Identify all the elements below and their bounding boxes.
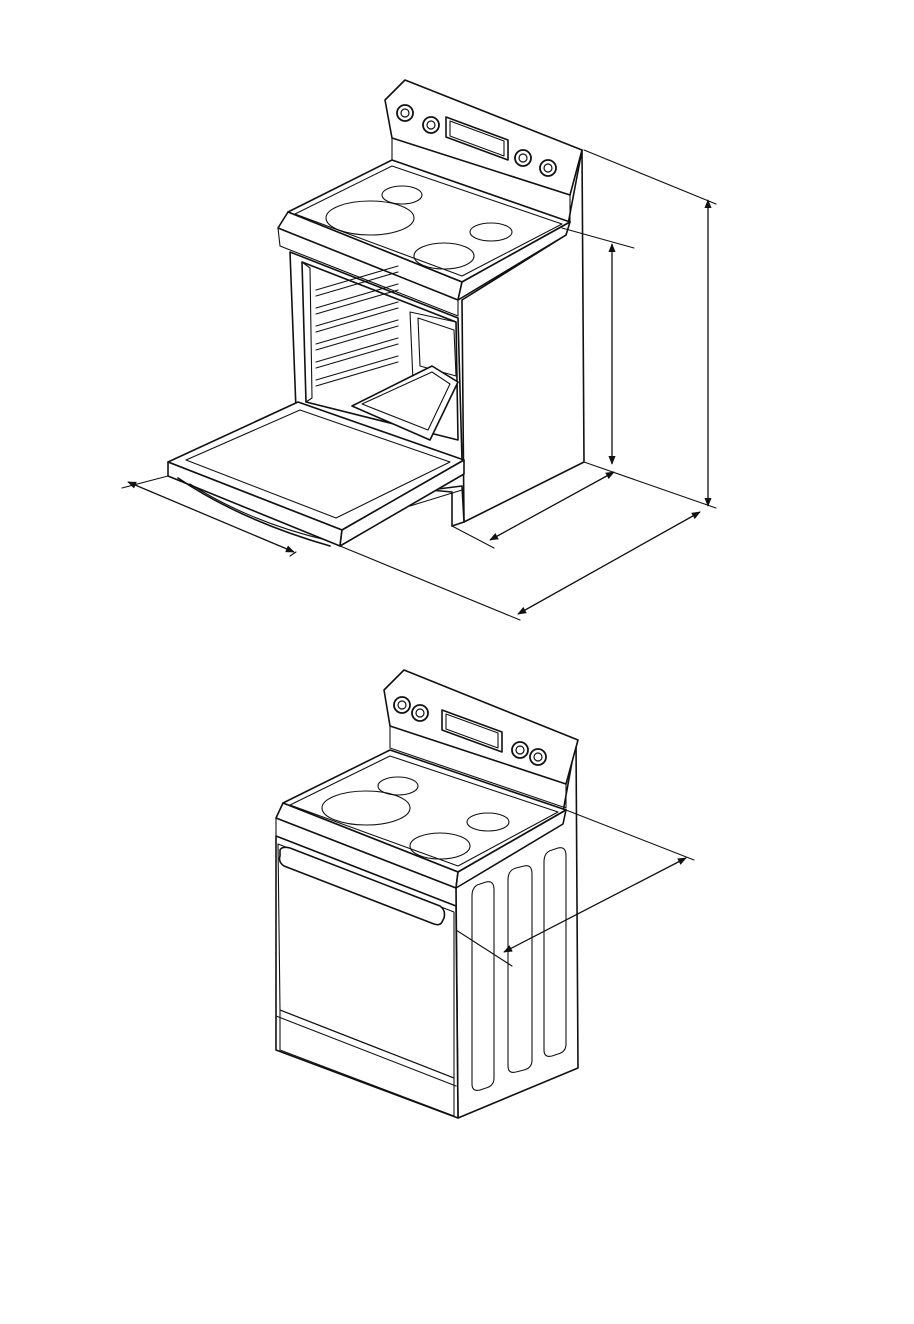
- knob-icon: [540, 160, 556, 176]
- toe-kick: [430, 486, 464, 526]
- knob-icon: [423, 117, 439, 133]
- knob-icon: [394, 697, 410, 713]
- knob-icon: [512, 742, 528, 758]
- range-door-open-view: [122, 80, 716, 620]
- knob-icon: [397, 105, 413, 121]
- range-door-closed-view: [276, 670, 694, 1118]
- depth-door-open-dimension: [518, 512, 700, 614]
- knob-icon: [412, 705, 428, 721]
- knob-icon: [530, 749, 546, 765]
- knob-icon: [515, 150, 531, 166]
